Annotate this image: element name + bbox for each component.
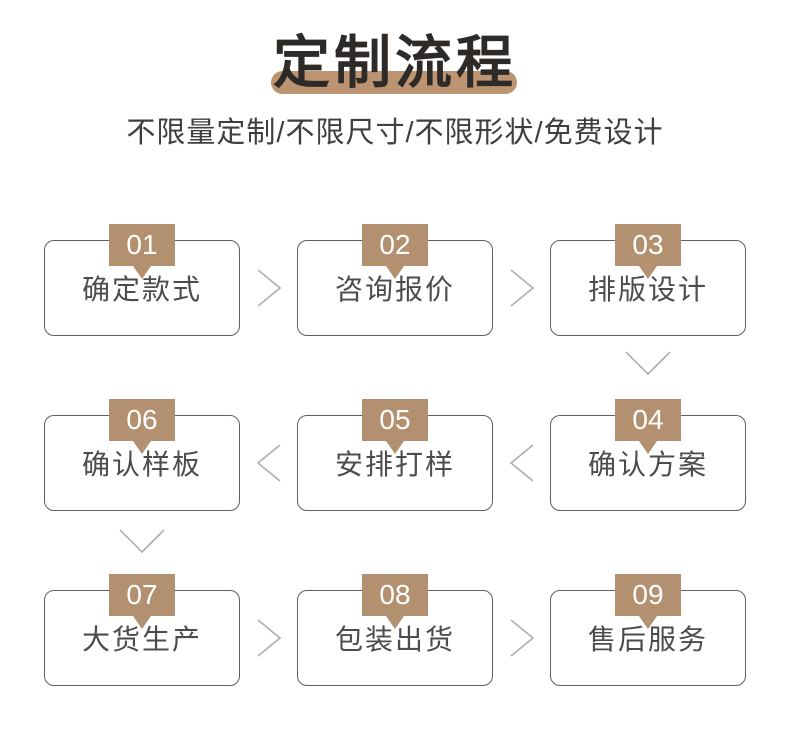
step-label: 确认样板 bbox=[81, 448, 202, 480]
step-number-badge: 08 bbox=[362, 573, 428, 616]
flow-row-1: 01 确定款式 02 咨询报价 03 排版设计 bbox=[44, 223, 746, 336]
arrow-left-icon bbox=[509, 443, 535, 483]
step-number-badge: 05 bbox=[362, 398, 428, 441]
arrow-right-icon bbox=[509, 268, 535, 308]
step-number-badge: 02 bbox=[362, 223, 428, 266]
step-card-09: 09 售后服务 bbox=[550, 573, 746, 686]
step-label: 排版设计 bbox=[587, 273, 708, 305]
step-label: 咨询报价 bbox=[334, 273, 455, 305]
arrow-right-icon bbox=[509, 618, 535, 658]
step-card-07: 07 大货生产 bbox=[44, 573, 240, 686]
flow-row-3: 07 大货生产 08 包装出货 09 售后服务 bbox=[44, 573, 746, 686]
arrow-right-icon bbox=[256, 268, 282, 308]
step-label: 售后服务 bbox=[587, 623, 708, 655]
arrow-down-icon bbox=[118, 528, 166, 554]
step-card-08: 08 包装出货 bbox=[297, 573, 493, 686]
step-number-badge: 04 bbox=[615, 398, 681, 441]
step-card-06: 06 确认样板 bbox=[44, 398, 240, 511]
step-card-04: 04 确认方案 bbox=[550, 398, 746, 511]
title-underline-bar bbox=[271, 70, 517, 94]
step-label: 确认方案 bbox=[587, 448, 708, 480]
flow-row-2: 06 确认样板 05 安排打样 04 确认方案 bbox=[44, 398, 746, 511]
step-number-badge: 01 bbox=[109, 223, 175, 266]
page-title-text: 定制流程 bbox=[273, 31, 517, 95]
step-card-05: 05 安排打样 bbox=[297, 398, 493, 511]
step-card-03: 03 排版设计 bbox=[550, 223, 746, 336]
step-label: 确定款式 bbox=[81, 273, 202, 305]
header: 定制流程 不限量定制/不限尺寸/不限形状/免费设计 bbox=[0, 0, 790, 151]
step-number-badge: 07 bbox=[109, 573, 175, 616]
step-label: 大货生产 bbox=[81, 623, 202, 655]
step-number-badge: 03 bbox=[615, 223, 681, 266]
step-number-badge: 09 bbox=[615, 573, 681, 616]
step-label: 包装出货 bbox=[334, 623, 455, 655]
arrow-right-icon bbox=[256, 618, 282, 658]
step-label: 安排打样 bbox=[334, 448, 455, 480]
page-title: 定制流程 bbox=[271, 31, 517, 96]
arrow-left-icon bbox=[256, 443, 282, 483]
page-subtitle: 不限量定制/不限尺寸/不限形状/免费设计 bbox=[126, 116, 664, 149]
process-flow-diagram: 01 确定款式 02 咨询报价 03 排版设计 06 确认样板 05 安排打样 bbox=[44, 223, 746, 686]
arrow-down-icon bbox=[624, 350, 672, 376]
step-number-badge: 06 bbox=[109, 398, 175, 441]
step-card-01: 01 确定款式 bbox=[44, 223, 240, 336]
step-card-02: 02 咨询报价 bbox=[297, 223, 493, 336]
